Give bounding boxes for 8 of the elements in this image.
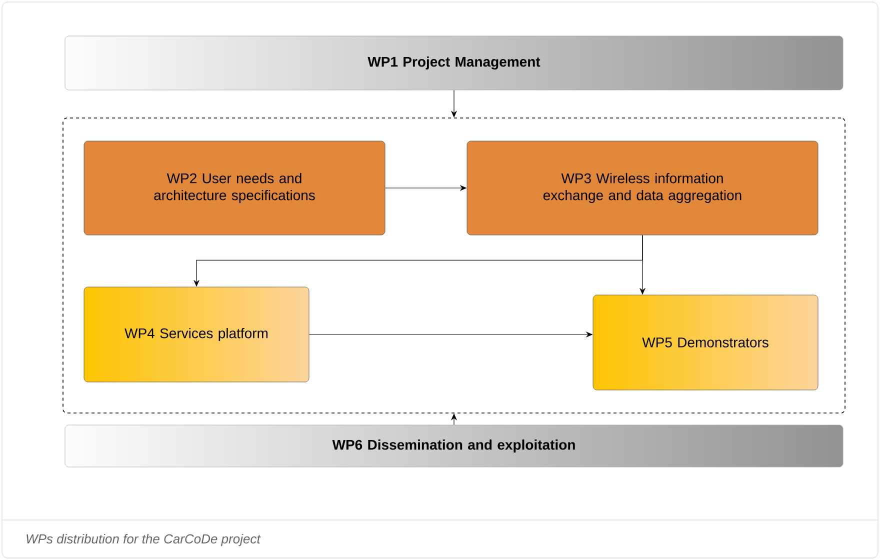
work-package-band: WP6 Dissemination and exploitation	[64, 424, 844, 468]
work-package-box: WP4 Services platform	[84, 286, 310, 382]
work-package-box: WP2 User needs and architecture specifications	[84, 140, 386, 236]
work-package-box: WP5 Demonstrators	[592, 294, 818, 390]
dashed-group-box	[62, 118, 846, 414]
work-package-band: WP1 Project Management	[64, 36, 844, 90]
work-package-box: WP3 Wireless information exchange and data aggregation	[466, 140, 818, 236]
caption: WPs distribution for the CarCoDe project	[26, 534, 261, 546]
